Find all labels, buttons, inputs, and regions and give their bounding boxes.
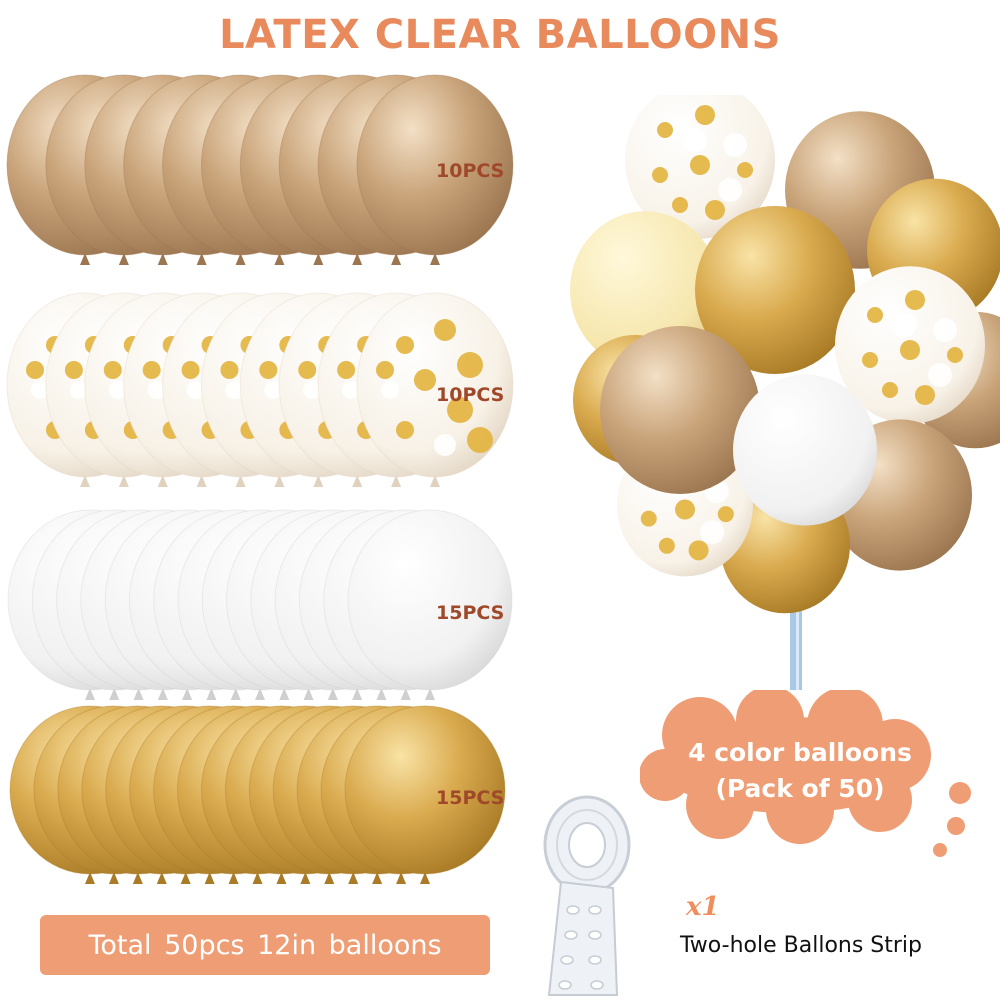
balloon-row-confetti bbox=[6, 292, 514, 487]
row-count-label-gold: 15PCS bbox=[436, 787, 505, 809]
strip-caption: Two-hole Ballons Strip bbox=[680, 933, 923, 958]
balloon-bouquet-illustration bbox=[570, 95, 1000, 690]
balloon-rows-illustration bbox=[6, 74, 514, 884]
page-title: LATEX CLEAR BALLOONS bbox=[219, 12, 781, 58]
balloon bbox=[356, 292, 514, 487]
cloud-text-line2: (Pack of 50) bbox=[715, 774, 885, 803]
row-count-label-confetti: 10PCS bbox=[436, 384, 505, 406]
total-badge-text: Total 50pcs 12in balloons bbox=[88, 929, 442, 961]
bouquet-balloon bbox=[695, 206, 855, 374]
total-badge: Total 50pcs 12in balloons bbox=[40, 915, 490, 975]
row-count-label-champagne: 10PCS bbox=[436, 160, 505, 182]
balloon-row-gold bbox=[9, 705, 506, 884]
bouquet-balloon bbox=[733, 374, 877, 526]
cloud-text-line1: 4 color balloons bbox=[688, 738, 912, 767]
balloon-strip-roll-image bbox=[543, 795, 631, 996]
bouquet-balloon bbox=[600, 326, 760, 494]
balloon bbox=[347, 509, 513, 700]
strip-quantity: x1 bbox=[686, 892, 720, 922]
cloud-callout-shape bbox=[640, 690, 971, 857]
bouquet-balloons bbox=[570, 95, 1000, 614]
balloon bbox=[344, 705, 506, 884]
balloon bbox=[356, 74, 514, 265]
balloon-row-white bbox=[7, 509, 513, 700]
balloon-row-champagne bbox=[6, 74, 514, 265]
row-count-label-white: 15PCS bbox=[436, 602, 505, 624]
